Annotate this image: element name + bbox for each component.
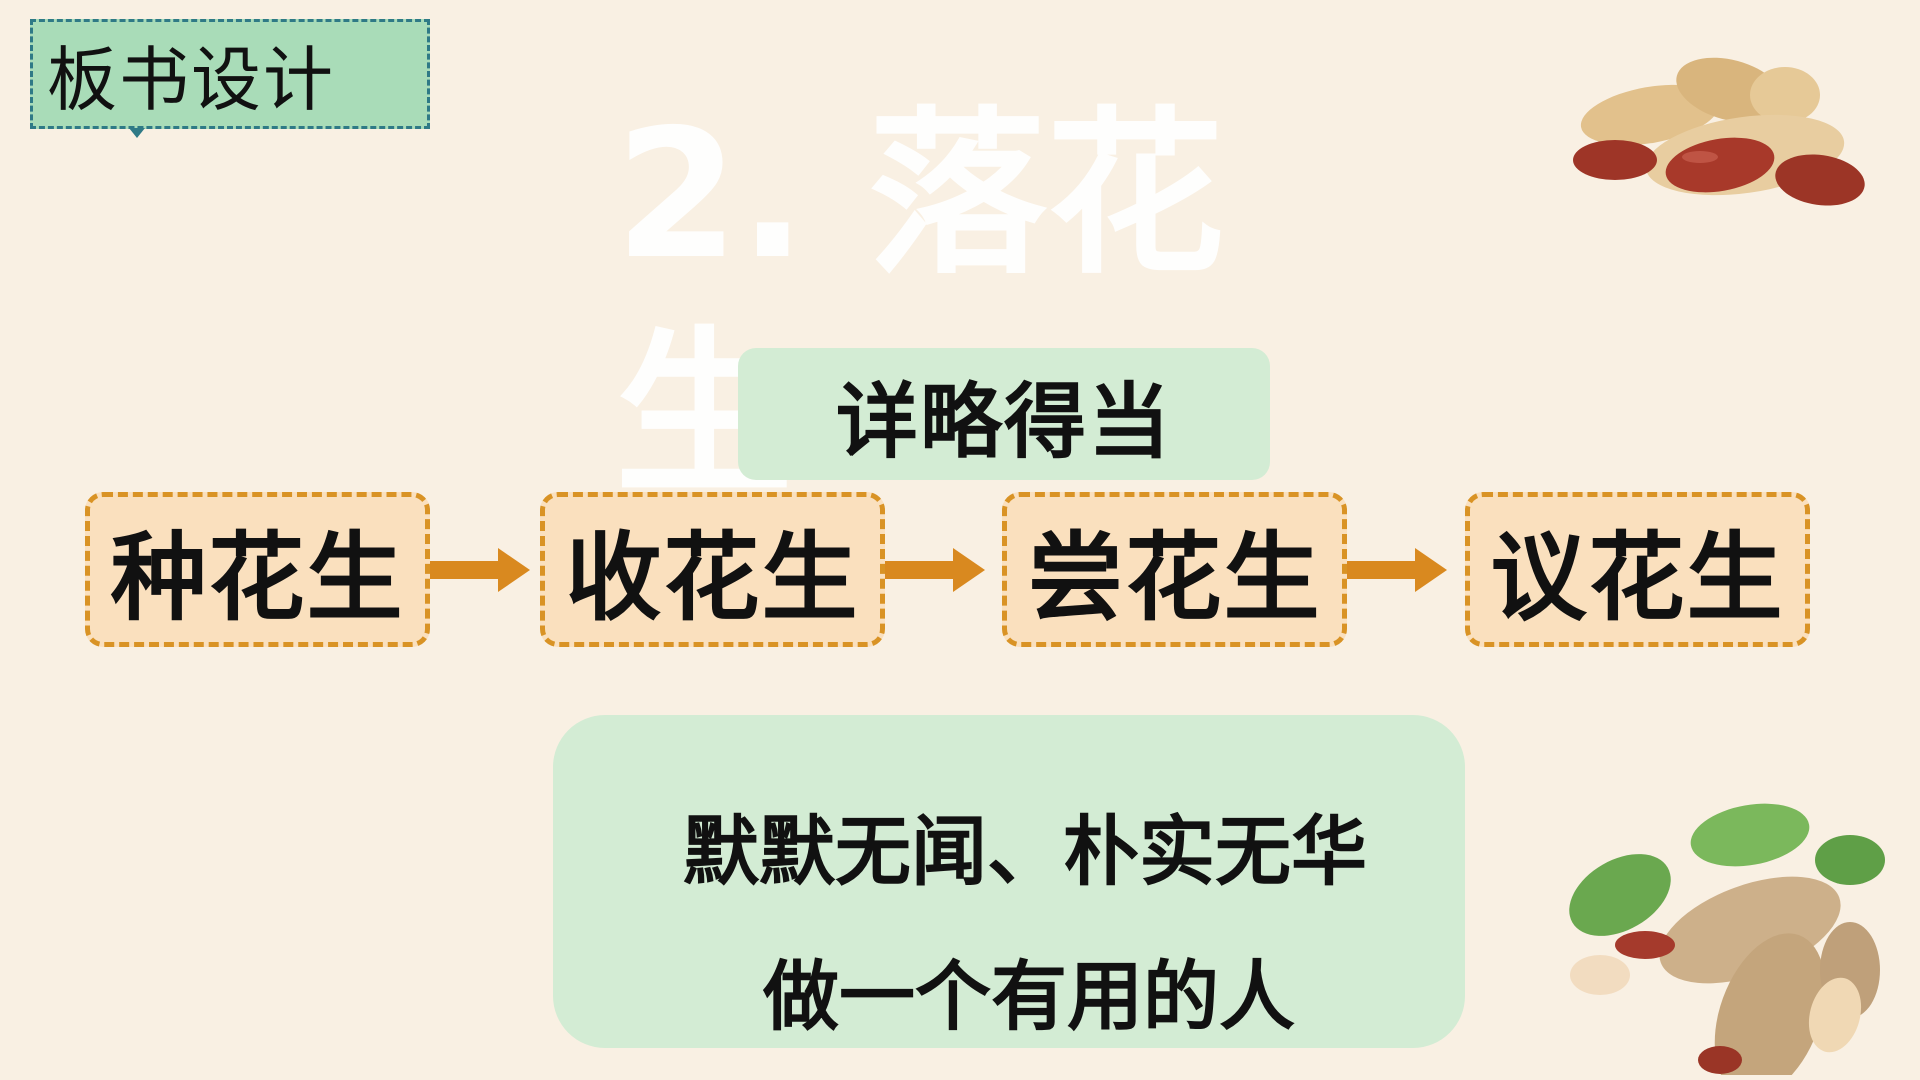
step-box-2: 收花生 xyxy=(540,492,885,647)
peanut-pile-icon xyxy=(1573,57,1865,206)
step-box-3: 尝花生 xyxy=(1002,492,1347,647)
step-box-1: 种花生 xyxy=(85,492,430,647)
arrow-right-icon xyxy=(430,548,530,592)
arrow-right-icon xyxy=(1347,548,1447,592)
step-box-4: 议花生 xyxy=(1465,492,1810,647)
message-line-2: 做一个有用的人 xyxy=(763,952,1295,1041)
arrow-right-icon xyxy=(885,548,985,592)
peanut-leaves-icon xyxy=(1569,803,1885,1075)
message-line-1: 默默无闻、朴实无华 xyxy=(683,807,1367,896)
section-tag: 板书设计 xyxy=(30,19,430,138)
subtitle-box: 详略得当 xyxy=(738,348,1270,480)
message-panel: 默默无闻、朴实无华 做一个有用的人 xyxy=(553,715,1465,1048)
